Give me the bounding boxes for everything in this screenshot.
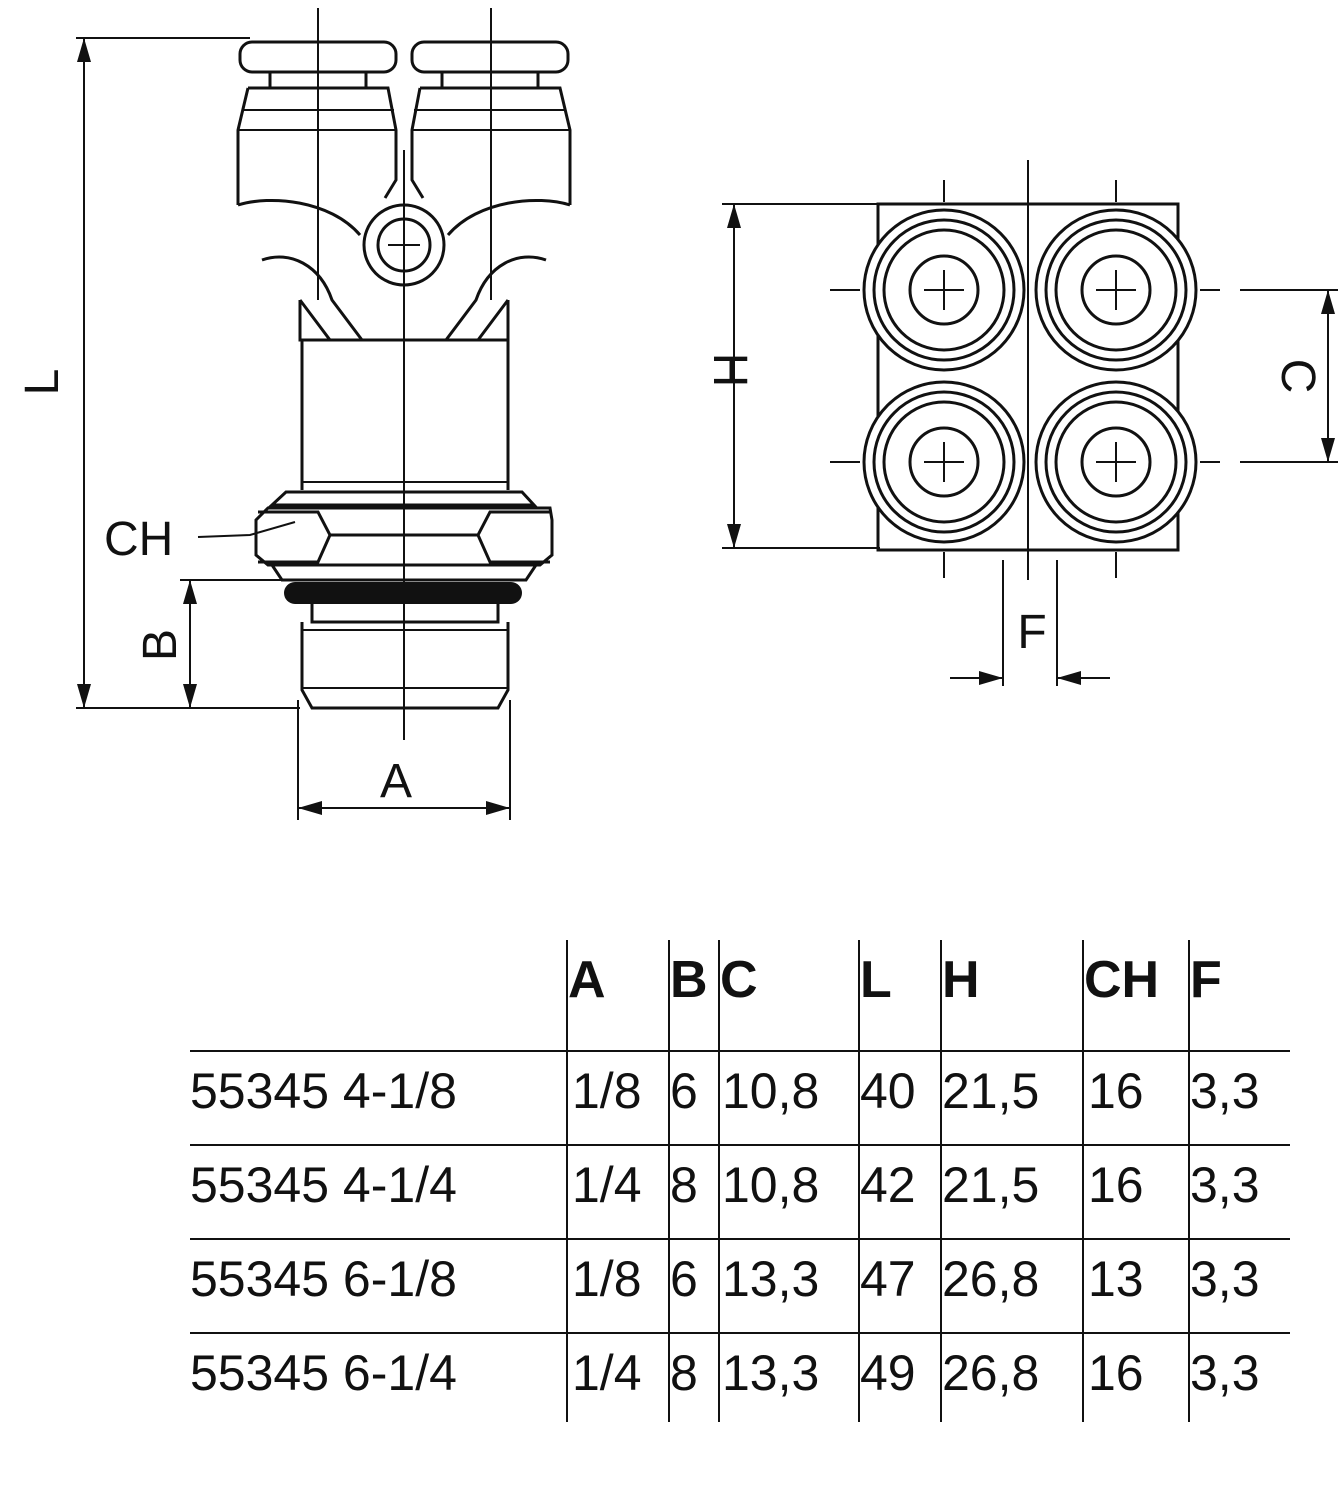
table-cell: 6 — [670, 1251, 698, 1307]
table-column-rule — [668, 940, 670, 1422]
table-row-code: 55345 4-1/8 — [190, 1063, 457, 1119]
table-row-rule — [190, 1238, 1290, 1240]
table-cell: 40 — [860, 1063, 916, 1119]
table-column-rule — [940, 940, 942, 1422]
table-cell: 8 — [670, 1157, 698, 1213]
table-row-code: 55345 6-1/4 — [190, 1345, 457, 1401]
table-header: L — [860, 951, 892, 1009]
table-cell: 21,5 — [942, 1157, 1040, 1213]
label-L: L — [16, 369, 69, 396]
table-cell: 3,3 — [1190, 1157, 1260, 1213]
label-CH: CH — [104, 513, 173, 566]
table-cell: 1/4 — [572, 1345, 642, 1401]
table-cell: 26,8 — [942, 1345, 1040, 1401]
technical-drawing: L CH B A — [16, 8, 1338, 820]
table-header: H — [942, 951, 980, 1009]
table-header: B — [670, 951, 708, 1009]
table-cell: 3,3 — [1190, 1345, 1260, 1401]
table-column-rule — [1188, 940, 1190, 1422]
table-row-code: 55345 4-1/4 — [190, 1157, 457, 1213]
port-top-left — [862, 208, 1026, 372]
table-cell: 21,5 — [942, 1063, 1040, 1119]
table-cell: 1/8 — [572, 1251, 642, 1307]
table-column-rule — [858, 940, 860, 1422]
table-cell: 26,8 — [942, 1251, 1040, 1307]
table-row-rule — [190, 1144, 1290, 1146]
label-C: C — [1271, 359, 1324, 394]
side-view — [236, 8, 572, 740]
table-cell: 1/4 — [572, 1157, 642, 1213]
table-cell: 8 — [670, 1345, 698, 1401]
table-cell: 42 — [860, 1157, 916, 1213]
table-cell: 13,3 — [722, 1251, 820, 1307]
table-header: C — [720, 951, 758, 1009]
top-view — [830, 160, 1220, 580]
table-cell: 6 — [670, 1063, 698, 1119]
table-cell: 10,8 — [722, 1157, 820, 1213]
side-dimensions — [76, 37, 511, 820]
table-header: CH — [1084, 951, 1160, 1009]
table-row-code: 55345 6-1/8 — [190, 1251, 457, 1307]
table-cell: 16 — [1088, 1063, 1144, 1119]
label-H: H — [703, 353, 756, 388]
table-cell: 10,8 — [722, 1063, 820, 1119]
table-column-rule — [718, 940, 720, 1422]
port-bottom-left — [862, 380, 1026, 544]
table-cell: 3,3 — [1190, 1251, 1260, 1307]
table-header: A — [568, 951, 606, 1009]
table-row-rule — [190, 1332, 1290, 1334]
table-column-rule — [566, 940, 568, 1422]
table-cell: 3,3 — [1190, 1063, 1260, 1119]
table-row-rule — [190, 1050, 1290, 1052]
port-bottom-right — [1034, 380, 1198, 544]
label-B: B — [134, 629, 187, 661]
label-F: F — [1017, 606, 1046, 659]
table-cell: 1/8 — [572, 1063, 642, 1119]
port-top-right — [1034, 208, 1198, 372]
table-column-rule — [1082, 940, 1084, 1422]
table-cell: 47 — [860, 1251, 916, 1307]
spec-table: A B C L H CH F 55345 4-1/8 1/8 6 10,8 40… — [190, 940, 1290, 1422]
table-cell: 13 — [1088, 1251, 1144, 1307]
table-header: F — [1190, 951, 1222, 1009]
top-dimensions — [722, 203, 1338, 686]
table-cell: 16 — [1088, 1157, 1144, 1213]
table-cell: 49 — [860, 1345, 916, 1401]
table-cell: 16 — [1088, 1345, 1144, 1401]
label-A: A — [380, 755, 412, 808]
table-cell: 13,3 — [722, 1345, 820, 1401]
